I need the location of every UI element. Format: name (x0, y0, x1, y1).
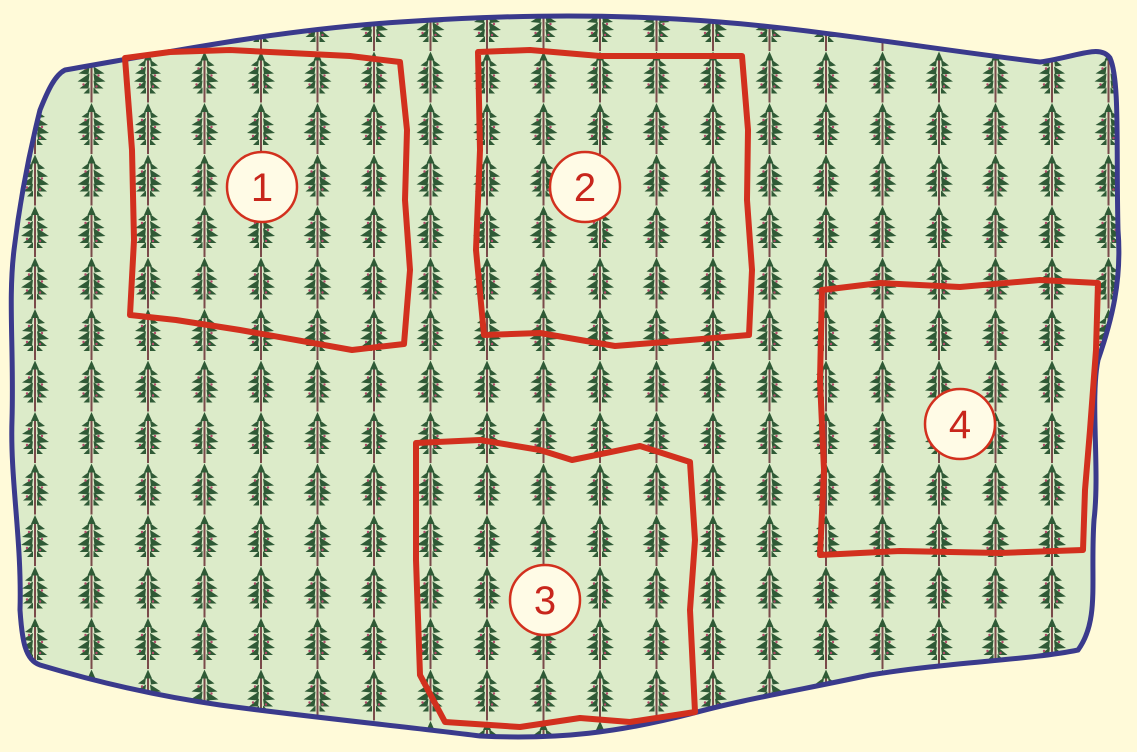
conifer-tree-icon (1038, 721, 1066, 752)
conifer-tree-icon (134, 0, 162, 51)
conifer-tree-icon (982, 721, 1010, 752)
conifer-tree-icon (1095, 721, 1123, 752)
conifer-tree-icon (869, 670, 897, 721)
conifer-tree-icon (982, 670, 1010, 721)
conifer-tree-icon (191, 721, 219, 752)
plot-label-3: 3 (534, 579, 556, 623)
conifer-tree-icon (699, 721, 727, 752)
conifer-tree-icon (1095, 515, 1123, 566)
conifer-tree-icon (78, 721, 106, 752)
conifer-tree-icon (1038, 0, 1066, 51)
conifer-tree-icon (812, 721, 840, 752)
conifer-tree-icon (21, 721, 49, 752)
conifer-tree-icon (1095, 618, 1123, 669)
conifer-tree-icon (21, 0, 49, 51)
conifer-tree-icon (756, 721, 784, 752)
conifer-tree-icon (982, 0, 1010, 51)
conifer-tree-icon (1095, 464, 1123, 515)
conifer-tree-icon (21, 670, 49, 721)
conifer-tree-icon (1095, 0, 1123, 51)
plot-label-4: 4 (949, 403, 971, 447)
conifer-tree-icon (1038, 670, 1066, 721)
conifer-tree-icon (869, 721, 897, 752)
conifer-tree-icon (78, 0, 106, 51)
plot-label-2: 2 (574, 166, 596, 210)
conifer-tree-icon (925, 0, 953, 51)
conifer-tree-icon (1095, 412, 1123, 463)
conifer-tree-icon (134, 721, 162, 752)
conifer-tree-icon (1095, 567, 1123, 618)
conifer-tree-icon (925, 670, 953, 721)
conifer-tree-icon (247, 721, 275, 752)
conifer-tree-icon (1095, 670, 1123, 721)
conifer-tree-icon (304, 721, 332, 752)
plot-label-1: 1 (251, 166, 273, 210)
conifer-tree-icon (925, 721, 953, 752)
